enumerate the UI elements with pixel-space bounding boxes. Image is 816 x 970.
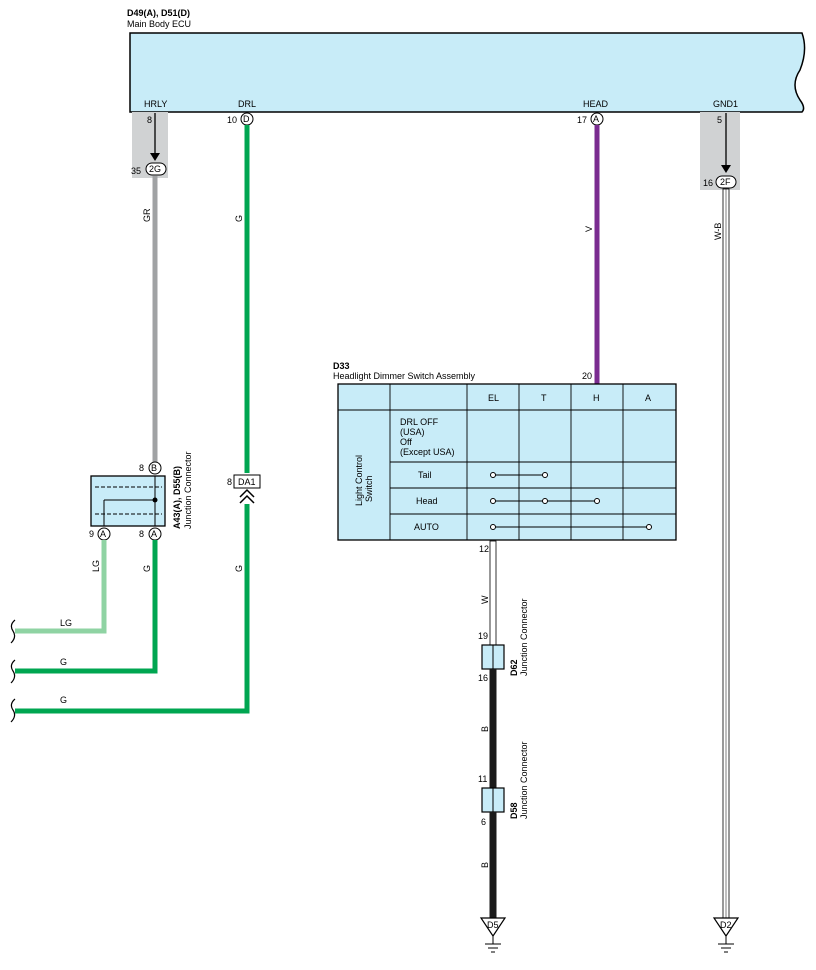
switch-continuity-tail	[490, 472, 548, 478]
wire-g-drl-lower	[15, 504, 250, 714]
pin-a43-right: 8	[139, 529, 144, 539]
conn-da1-code: DA1	[238, 477, 256, 487]
conn-a43-top	[148, 461, 162, 475]
ecu-pin-label-head: HEAD	[583, 99, 609, 109]
conn-jb-right	[715, 175, 737, 189]
wire-w	[489, 540, 497, 646]
switch-table-grid	[338, 384, 676, 540]
switch-row-drl-4: (Except USA)	[400, 447, 455, 457]
wire-code-g-a43-h: G	[60, 657, 67, 667]
switch-ref: D33	[333, 361, 350, 371]
wire-code-wb: W-B	[713, 223, 723, 240]
pin-hrly: 8	[147, 115, 152, 125]
wire-code-lg-v: LG	[91, 560, 101, 572]
conn-jb-left-code: 2G	[149, 164, 161, 174]
switch-row-drl-2: (USA)	[400, 427, 425, 437]
pin-da1: 8	[227, 477, 232, 487]
switch-row-tail: Tail	[418, 470, 432, 480]
d62-ref: D62	[509, 659, 519, 676]
junction-a43-node	[152, 497, 158, 503]
ground-symbol-right	[718, 936, 734, 953]
switch-input-pin: 20	[582, 371, 592, 381]
switch-row-drl-1: DRL OFF	[400, 417, 439, 427]
wire-code-g-drl-upper: G	[234, 215, 244, 222]
conn-drl-letter: D	[243, 114, 250, 124]
d62-top-pin: 19	[478, 631, 488, 641]
chevron-up-icon	[239, 488, 255, 504]
wire-code-g-a43-v: G	[142, 565, 152, 572]
ecu-ref: D49(A), D51(D)	[127, 8, 190, 18]
wire-lg	[15, 540, 107, 634]
conn-da1	[233, 474, 261, 489]
conn-head-letter: A	[593, 114, 599, 124]
wire-code-v: V	[584, 226, 594, 232]
switch-output-pin: 12	[479, 544, 489, 554]
conn-a43-top-letter: B	[151, 463, 157, 473]
ground-icon	[712, 917, 740, 938]
switch-name: Headlight Dimmer Switch Assembly	[333, 371, 476, 381]
ground-symbol-left	[485, 936, 501, 953]
wire-code-g-drl-v: G	[234, 565, 244, 572]
ecu-pin-label-hrly: HRLY	[144, 99, 167, 109]
ground-left-code: D5	[487, 920, 499, 930]
d58-top-pin: 11	[478, 774, 487, 784]
break-icon	[10, 619, 16, 644]
wire-code-w: W	[480, 595, 490, 604]
switch-row-drl-3: Off	[400, 437, 412, 447]
junction-a43-box	[90, 475, 166, 527]
conn-jb-right-code: 2F	[720, 177, 731, 187]
pin-jb-right: 16	[703, 178, 713, 188]
wire-g-a43	[15, 540, 158, 674]
conn-a43-right-letter: A	[151, 529, 157, 539]
ecu-box	[129, 32, 806, 113]
switch-continuity-auto	[490, 524, 652, 530]
switch-col-t: T	[541, 393, 547, 403]
switch-row-head: Head	[416, 496, 438, 506]
pin-jb-left: 35	[131, 166, 141, 176]
wire-code-g-drl-h: G	[60, 695, 67, 705]
d58-bottom-pin: 6	[481, 817, 486, 827]
switch-side-label-2: Switch	[364, 475, 374, 502]
d58-name: Junction Connector	[519, 741, 529, 819]
conn-a43-left-letter: A	[100, 529, 106, 539]
switch-col-a: A	[645, 393, 651, 403]
ecu-pin-label-drl: DRL	[238, 99, 256, 109]
wire-code-gr: GR	[142, 208, 152, 222]
ground-right-code: D2	[720, 920, 732, 930]
wire-code-lg-h: LG	[60, 618, 72, 628]
ground-icon	[479, 917, 507, 938]
arrow-icon	[150, 153, 160, 161]
d62-bottom-pin: 16	[478, 673, 488, 683]
switch-col-h: H	[593, 393, 600, 403]
pin-a43-top: 8	[139, 463, 144, 473]
switch-col-el: EL	[488, 393, 499, 403]
pin-a43-left: 9	[89, 529, 94, 539]
pin-head: 17	[577, 115, 587, 125]
ecu-name: Main Body ECU	[127, 19, 191, 29]
junction-a43-ref: A43(A), D55(B)	[172, 466, 182, 529]
conn-jb-left	[145, 162, 167, 176]
wire-code-b-lower: B	[480, 862, 490, 868]
pin-drl: 10	[227, 115, 237, 125]
switch-side-label-1: Light Control	[354, 455, 364, 506]
break-icon	[10, 698, 16, 723]
ecu-pin-label-gnd1: GND1	[713, 99, 738, 109]
switch-continuity-head	[490, 498, 600, 504]
pin-gnd1: 5	[717, 115, 722, 125]
switch-row-auto: AUTO	[414, 522, 439, 532]
break-icon	[10, 659, 16, 684]
wire-code-b-upper: B	[480, 726, 490, 732]
junction-a43-name: Junction Connector	[183, 451, 193, 529]
arrow-icon	[721, 165, 731, 173]
d62-name: Junction Connector	[519, 598, 529, 676]
d58-ref: D58	[509, 802, 519, 819]
